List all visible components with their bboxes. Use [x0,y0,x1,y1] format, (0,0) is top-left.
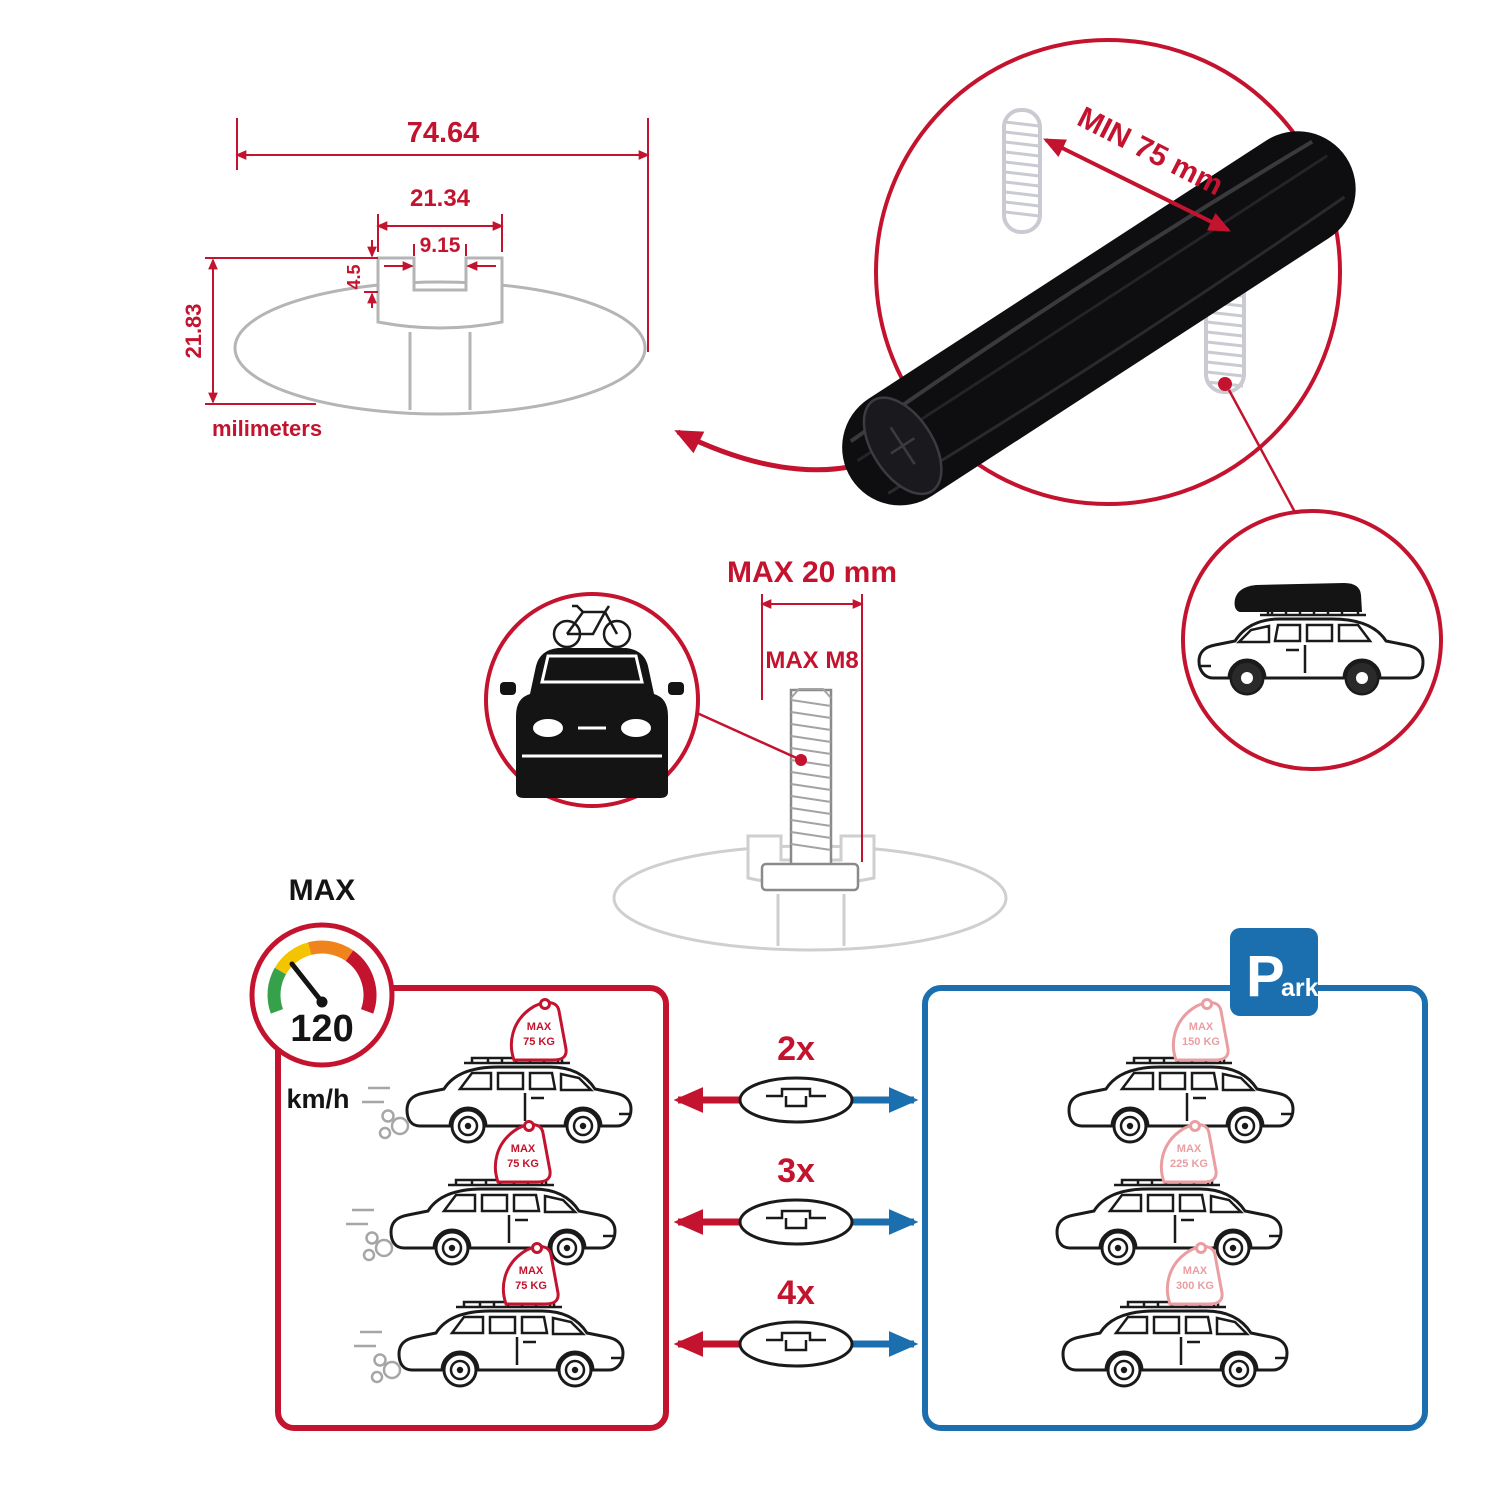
park-sign-ark: ark [1281,974,1319,1002]
crossbar-ellipse-icon [738,1198,854,1246]
multiplier-label: 2x [777,1030,815,1068]
load-kg-label: 75 KG [507,1158,539,1170]
units-label: milimeters [212,416,322,441]
dim-total-width: 74.64 [235,117,650,352]
crossbar-ellipse-icon [738,1320,854,1368]
load-tent: MAX 300 KG [1165,1242,1224,1306]
load-kg-label: 225 KG [1170,1158,1208,1170]
load-max-label: MAX [519,1265,544,1277]
park-sign: P ark [1230,928,1319,1016]
bolt-diagram: MAX 20 mm MAX M8 [612,556,1008,952]
bike-icon [552,604,632,649]
load-tent: MAX 75 KG [509,998,568,1062]
car-row-driving-1: MAX 75 KG [362,998,633,1144]
park-sign-p: P [1246,944,1285,1009]
crossbar-ellipse-icon [738,1076,854,1124]
load-kg-label: 300 KG [1176,1280,1214,1292]
load-max-label: MAX [527,1021,552,1033]
bar-count-row-3x: 3x [673,1152,919,1246]
load-kg-label: 75 KG [523,1036,555,1048]
bar-profile-stem [408,332,472,410]
min-span-arrow-icon [1043,138,1231,232]
smoke-puffs-icon [354,1330,402,1384]
multiplier-label: 4x [777,1274,815,1312]
bar-count-row-2x: 2x [673,1030,919,1124]
dim-slot-width: 9.15 [384,234,496,271]
clamp-icon [1002,108,1042,234]
channel-width-label: 21.34 [410,185,471,212]
slot-width-label: 9.15 [420,234,461,257]
bar-profile-channel [376,256,504,330]
load-max-label: MAX [1183,1265,1208,1277]
speed-gauge: MAX 120 km/h [249,874,395,1114]
car-front-icon [500,648,684,798]
bolt-thread-label: MAX M8 [765,647,858,674]
dim-channel-width: 21.34 [376,185,504,252]
car-row-driving-3: MAX 75 KG [354,1242,625,1388]
load-max-label: MAX [1177,1143,1202,1155]
dim-slot-depth: 4.5 [344,240,378,308]
bolt-max-width-label: MAX 20 mm [727,556,897,589]
dim-bolt-width: MAX 20 mm MAX M8 [727,556,897,862]
car-row-parked-3: MAX 300 KG [1061,1242,1289,1388]
car-row-driving-2: MAX 75 KG [346,1120,617,1266]
bar-count-row-4x: 4x [673,1274,919,1368]
speed-max-label: MAX [289,874,356,907]
load-tent: MAX 225 KG [1159,1120,1218,1184]
load-tent: MAX 75 KG [501,1242,560,1306]
t-bolt-icon [760,688,860,892]
speed-value: 120 [290,1008,353,1050]
load-max-label: MAX [511,1143,536,1155]
smoke-puffs-icon [346,1208,394,1262]
multiplier-label: 3x [777,1152,815,1190]
speed-units: km/h [286,1084,349,1114]
bar-profile-ellipse [233,280,647,416]
load-max-label: MAX [1189,1021,1214,1033]
suv-roofbox-circle [1181,509,1443,771]
crossbar-detail-circle: MIN 75 mm [842,38,1356,506]
total-width-label: 74.64 [407,117,480,149]
bike-car-circle [484,592,700,808]
car-row-parked-2: MAX 225 KG [1055,1120,1283,1266]
dim-total-height: 21.83 [181,257,376,405]
load-kg-label: 150 KG [1182,1036,1220,1048]
gauge-needle-icon [289,961,325,1005]
roofbox-icon [1234,583,1362,612]
smoke-puffs-icon [362,1086,410,1140]
ghost-profile-stem [776,894,846,946]
load-kg-label: 75 KG [515,1280,547,1292]
pointer-dot [795,754,807,766]
total-height-label: 21.83 [181,303,206,358]
load-tent: MAX 150 KG [1171,998,1230,1062]
pointer-line [696,711,802,762]
load-tent: MAX 75 KG [493,1120,552,1184]
car-row-parked-1: MAX 150 KG [1067,998,1295,1144]
slot-depth-label: 4.5 [344,264,364,289]
connector-line [1227,389,1299,517]
mount-point-dot [1218,377,1232,391]
crossbar-cross-section-diagram: 74.64 21.34 9.15 4.5 21.83 milimeters [181,117,650,441]
